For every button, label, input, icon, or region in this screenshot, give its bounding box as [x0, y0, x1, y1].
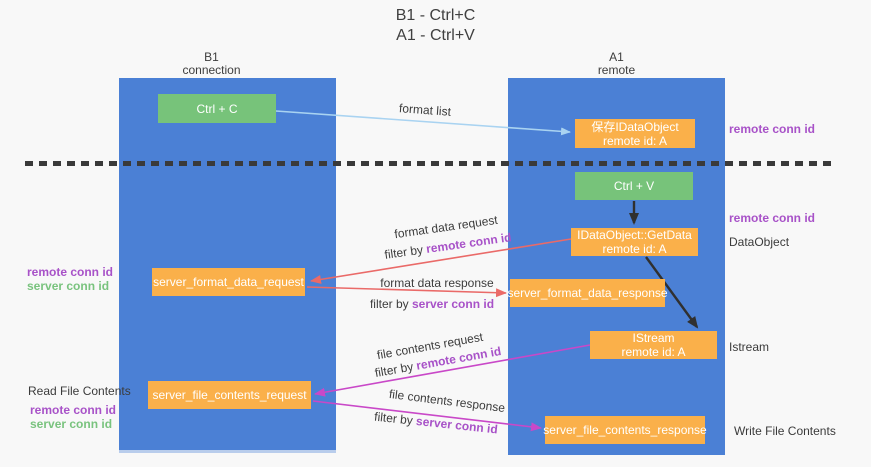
- server-file-contents-request-label: server_file_contents_request: [152, 388, 307, 402]
- left-file-server-conn-id: server conn id: [30, 417, 113, 431]
- server-conn-id-highlight: server conn id: [415, 413, 499, 437]
- file-contents-response-label: file contents response: [388, 386, 506, 416]
- save-dataobject-line2: remote id: A: [602, 133, 668, 148]
- lane-b1-role: connection: [182, 63, 241, 77]
- filter-by-prefix: filter by: [383, 242, 428, 262]
- format-list-label: format list: [398, 101, 452, 119]
- left-file-remote-conn-id: remote conn id: [30, 403, 117, 417]
- ctrl-v-label: Ctrl + V: [613, 179, 655, 193]
- istream-box: IStream remote id: A: [590, 331, 717, 359]
- server-format-data-request-label: server_format_data_request: [153, 275, 304, 289]
- filter-by-prefix: filter by: [373, 358, 418, 381]
- remote-conn-id-annotation-mid: remote conn id: [729, 211, 816, 225]
- remote-conn-id-annotation-top: remote conn id: [729, 122, 816, 136]
- save-dataobject-line1: 保存IDataObject: [591, 119, 679, 134]
- save-dataobject-box: 保存IDataObject remote id: A: [575, 119, 695, 148]
- dataobject-annotation: DataObject: [729, 235, 790, 249]
- server-format-data-request-box: server_format_data_request: [152, 268, 305, 296]
- lane-header-a1: A1 remote: [508, 51, 725, 77]
- filter-by-prefix: filter by: [369, 297, 412, 311]
- server-format-data-response-label: server_format_data_response: [507, 286, 668, 300]
- diagram-title: B1 - Ctrl+C A1 - Ctrl+V: [0, 6, 871, 46]
- lane-a1-role: remote: [597, 63, 636, 77]
- title-line-1: B1 - Ctrl+C: [395, 7, 476, 24]
- lane-b1-name: B1: [204, 50, 219, 64]
- left-format-server-conn-id: server conn id: [27, 279, 110, 293]
- server-file-contents-response-label: server_file_contents_response: [543, 423, 707, 437]
- ctrl-c-box: Ctrl + C: [158, 94, 276, 123]
- write-file-contents-annotation: Write File Contents: [734, 424, 836, 438]
- server-conn-id-highlight: server conn id: [411, 297, 495, 311]
- ctrl-c-label: Ctrl + C: [196, 101, 238, 116]
- getdata-line1: IDataObject::GetData: [577, 228, 692, 242]
- title-line-2: A1 - Ctrl+V: [396, 27, 475, 44]
- server-file-contents-response-box: server_file_contents_response: [543, 416, 707, 444]
- format-data-response-label: format data response: [380, 276, 494, 290]
- read-file-contents-annotation: Read File Contents: [28, 384, 131, 398]
- istream-line2: remote id: A: [621, 345, 686, 359]
- copy-paste-divider-line: [25, 161, 832, 166]
- server-file-contents-request-box: server_file_contents_request: [148, 381, 311, 409]
- istream-annotation: Istream: [729, 340, 770, 354]
- filter-by-prefix: filter by: [373, 409, 417, 428]
- ctrl-v-box: Ctrl + V: [575, 172, 693, 200]
- left-format-remote-conn-id: remote conn id: [27, 265, 114, 279]
- lane-header-b1: B1 connection: [103, 51, 320, 77]
- getdata-line2: remote id: A: [602, 242, 667, 256]
- format-data-response-filter-label: filter by server conn id: [370, 297, 494, 311]
- idataobject-getdata-box: IDataObject::GetData remote id: A: [571, 228, 698, 256]
- lane-a1-name: A1: [609, 50, 624, 64]
- istream-line1: IStream: [632, 331, 675, 345]
- file-contents-response-filter-label: filter by server conn id: [374, 410, 499, 437]
- server-format-data-response-box: server_format_data_response: [507, 279, 668, 307]
